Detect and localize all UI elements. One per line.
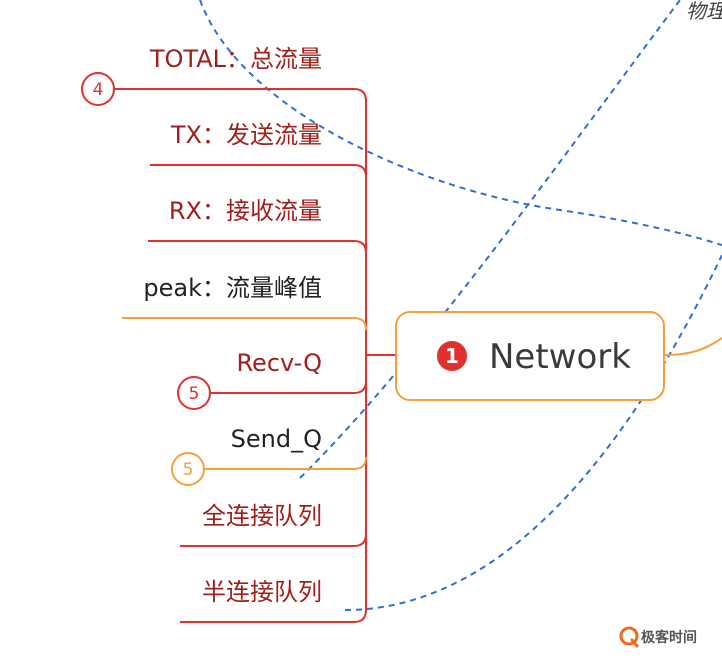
branch-labels: TOTAL：总流量 TX：发送流量 RX：接收流量 peak：流量峰值 Recv… xyxy=(143,45,322,606)
central-node-network[interactable]: 1 Network xyxy=(395,311,665,401)
badge-sendq: 5 xyxy=(171,452,205,486)
branch-label-full-queue[interactable]: 全连接队列 xyxy=(202,502,322,530)
logo-icon xyxy=(619,626,639,646)
priority-number: 1 xyxy=(445,344,459,368)
badge-circle xyxy=(177,376,211,410)
branch-lines xyxy=(115,88,722,623)
central-node-title: Network xyxy=(489,337,631,377)
branch-line-recvq xyxy=(211,380,367,394)
branch-label-sendq[interactable]: Send_Q xyxy=(231,425,322,453)
branch-label-half-queue[interactable]: 半连接队列 xyxy=(202,578,322,606)
branch-line-rx xyxy=(148,240,367,254)
badge-number: 4 xyxy=(93,80,104,100)
central-node-box xyxy=(395,311,665,401)
branch-label-rx[interactable]: RX：接收流量 xyxy=(169,197,322,225)
branch-label-total[interactable]: TOTAL：总流量 xyxy=(149,45,322,73)
corner-label: 物理 xyxy=(686,0,722,23)
branch-label-tx[interactable]: TX：发送流量 xyxy=(170,121,322,149)
badge-total: 4 xyxy=(81,72,115,106)
node-right-connector xyxy=(663,337,722,356)
geektime-logo: 极客时间 xyxy=(619,626,697,648)
dashed-curve-bottom xyxy=(344,254,722,611)
logo-text: 极客时间 xyxy=(641,629,697,646)
dashed-curve-diagonal xyxy=(299,0,681,479)
badge-recvq: 5 xyxy=(177,376,211,410)
badge-number: 5 xyxy=(189,384,200,404)
priority-number-icon xyxy=(437,341,467,371)
branch-line-peak xyxy=(122,317,367,331)
logo-icon-tail xyxy=(630,638,639,648)
branch-label-recvq[interactable]: Recv-Q xyxy=(236,349,322,377)
badge-circle xyxy=(171,452,205,486)
dashed-relationship-curves xyxy=(199,0,722,611)
branch-line-sendq xyxy=(205,456,367,470)
badge-number: 5 xyxy=(183,460,194,480)
badge-circle xyxy=(81,72,115,106)
branch-line-tx xyxy=(150,164,367,178)
branch-label-peak[interactable]: peak：流量峰值 xyxy=(143,274,322,302)
branch-line-full-queue xyxy=(180,533,367,547)
